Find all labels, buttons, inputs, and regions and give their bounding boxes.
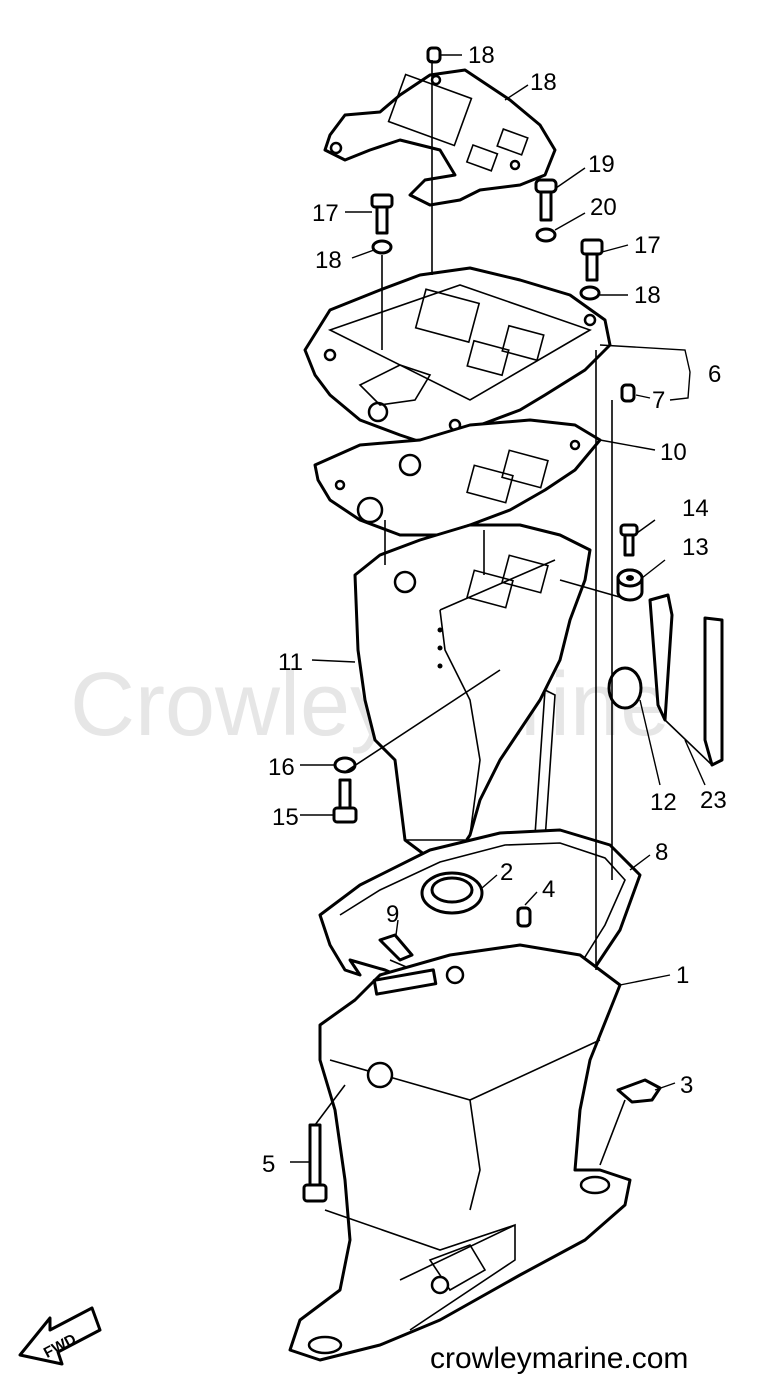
callout-17-left: 17 bbox=[312, 200, 339, 227]
callout-23: 23 bbox=[700, 787, 727, 814]
part-23-seal bbox=[648, 593, 724, 767]
callout-15: 15 bbox=[272, 804, 299, 831]
part-7-dowel-pin bbox=[620, 383, 636, 403]
callout-4: 4 bbox=[542, 876, 555, 903]
callout-17-right: 17 bbox=[634, 232, 661, 259]
part-2-oil-seal bbox=[420, 871, 484, 915]
part-10-gasket bbox=[313, 418, 602, 537]
callout-18-left: 18 bbox=[315, 247, 342, 274]
callout-3: 3 bbox=[680, 1072, 693, 1099]
callout-5: 5 bbox=[262, 1151, 275, 1178]
callout-14: 14 bbox=[682, 495, 709, 522]
callout-18-right: 18 bbox=[634, 282, 661, 309]
part-17-bolt-left bbox=[370, 193, 394, 235]
part-1-upper-casing bbox=[288, 943, 632, 1362]
callout-1: 1 bbox=[676, 962, 689, 989]
part-18-washer-left bbox=[371, 239, 393, 255]
leader-lines bbox=[290, 54, 706, 1166]
callout-11: 11 bbox=[278, 649, 303, 676]
part-13-damper bbox=[616, 568, 644, 602]
callout-8: 8 bbox=[655, 839, 668, 866]
part-16-washer bbox=[333, 756, 357, 774]
callout-2: 2 bbox=[500, 859, 513, 886]
part-18-washer-right bbox=[579, 285, 601, 301]
site-url: crowleymarine.com bbox=[430, 1342, 688, 1375]
part-14-bolt bbox=[619, 523, 639, 557]
callout-22: 20 bbox=[590, 194, 617, 221]
part-17-bolt-right bbox=[580, 238, 604, 282]
fwd-arrow: FWD bbox=[18, 1306, 102, 1366]
callout-9: 9 bbox=[386, 901, 399, 928]
callout-7: 7 bbox=[652, 387, 665, 414]
part-21-bolt bbox=[534, 178, 558, 222]
part-20-dowel-pin bbox=[426, 46, 442, 64]
part-6-upper-casing-plate bbox=[303, 266, 612, 447]
part-22-washer bbox=[535, 227, 557, 243]
callout-21: 19 bbox=[588, 151, 615, 178]
part-5-bolt bbox=[302, 1123, 328, 1203]
part-9-clip bbox=[378, 933, 414, 962]
callout-13: 13 bbox=[682, 534, 709, 561]
callout-10: 10 bbox=[660, 439, 687, 466]
part-3-cover-plate bbox=[616, 1078, 662, 1104]
part-12-plug bbox=[607, 666, 643, 710]
part-15-bolt bbox=[332, 778, 358, 824]
part-4-dowel-pin bbox=[516, 906, 532, 928]
callout-16: 16 bbox=[268, 754, 295, 781]
part-11-exhaust-guide bbox=[353, 523, 592, 857]
callout-6: 6 bbox=[708, 361, 721, 388]
callout-labels: 18 18 19 20 17 18 17 18 6 7 10 14 13 11 … bbox=[262, 42, 727, 1178]
callout-19: 18 bbox=[530, 69, 557, 96]
callout-12: 12 bbox=[650, 789, 677, 816]
callout-20: 18 bbox=[468, 42, 495, 69]
